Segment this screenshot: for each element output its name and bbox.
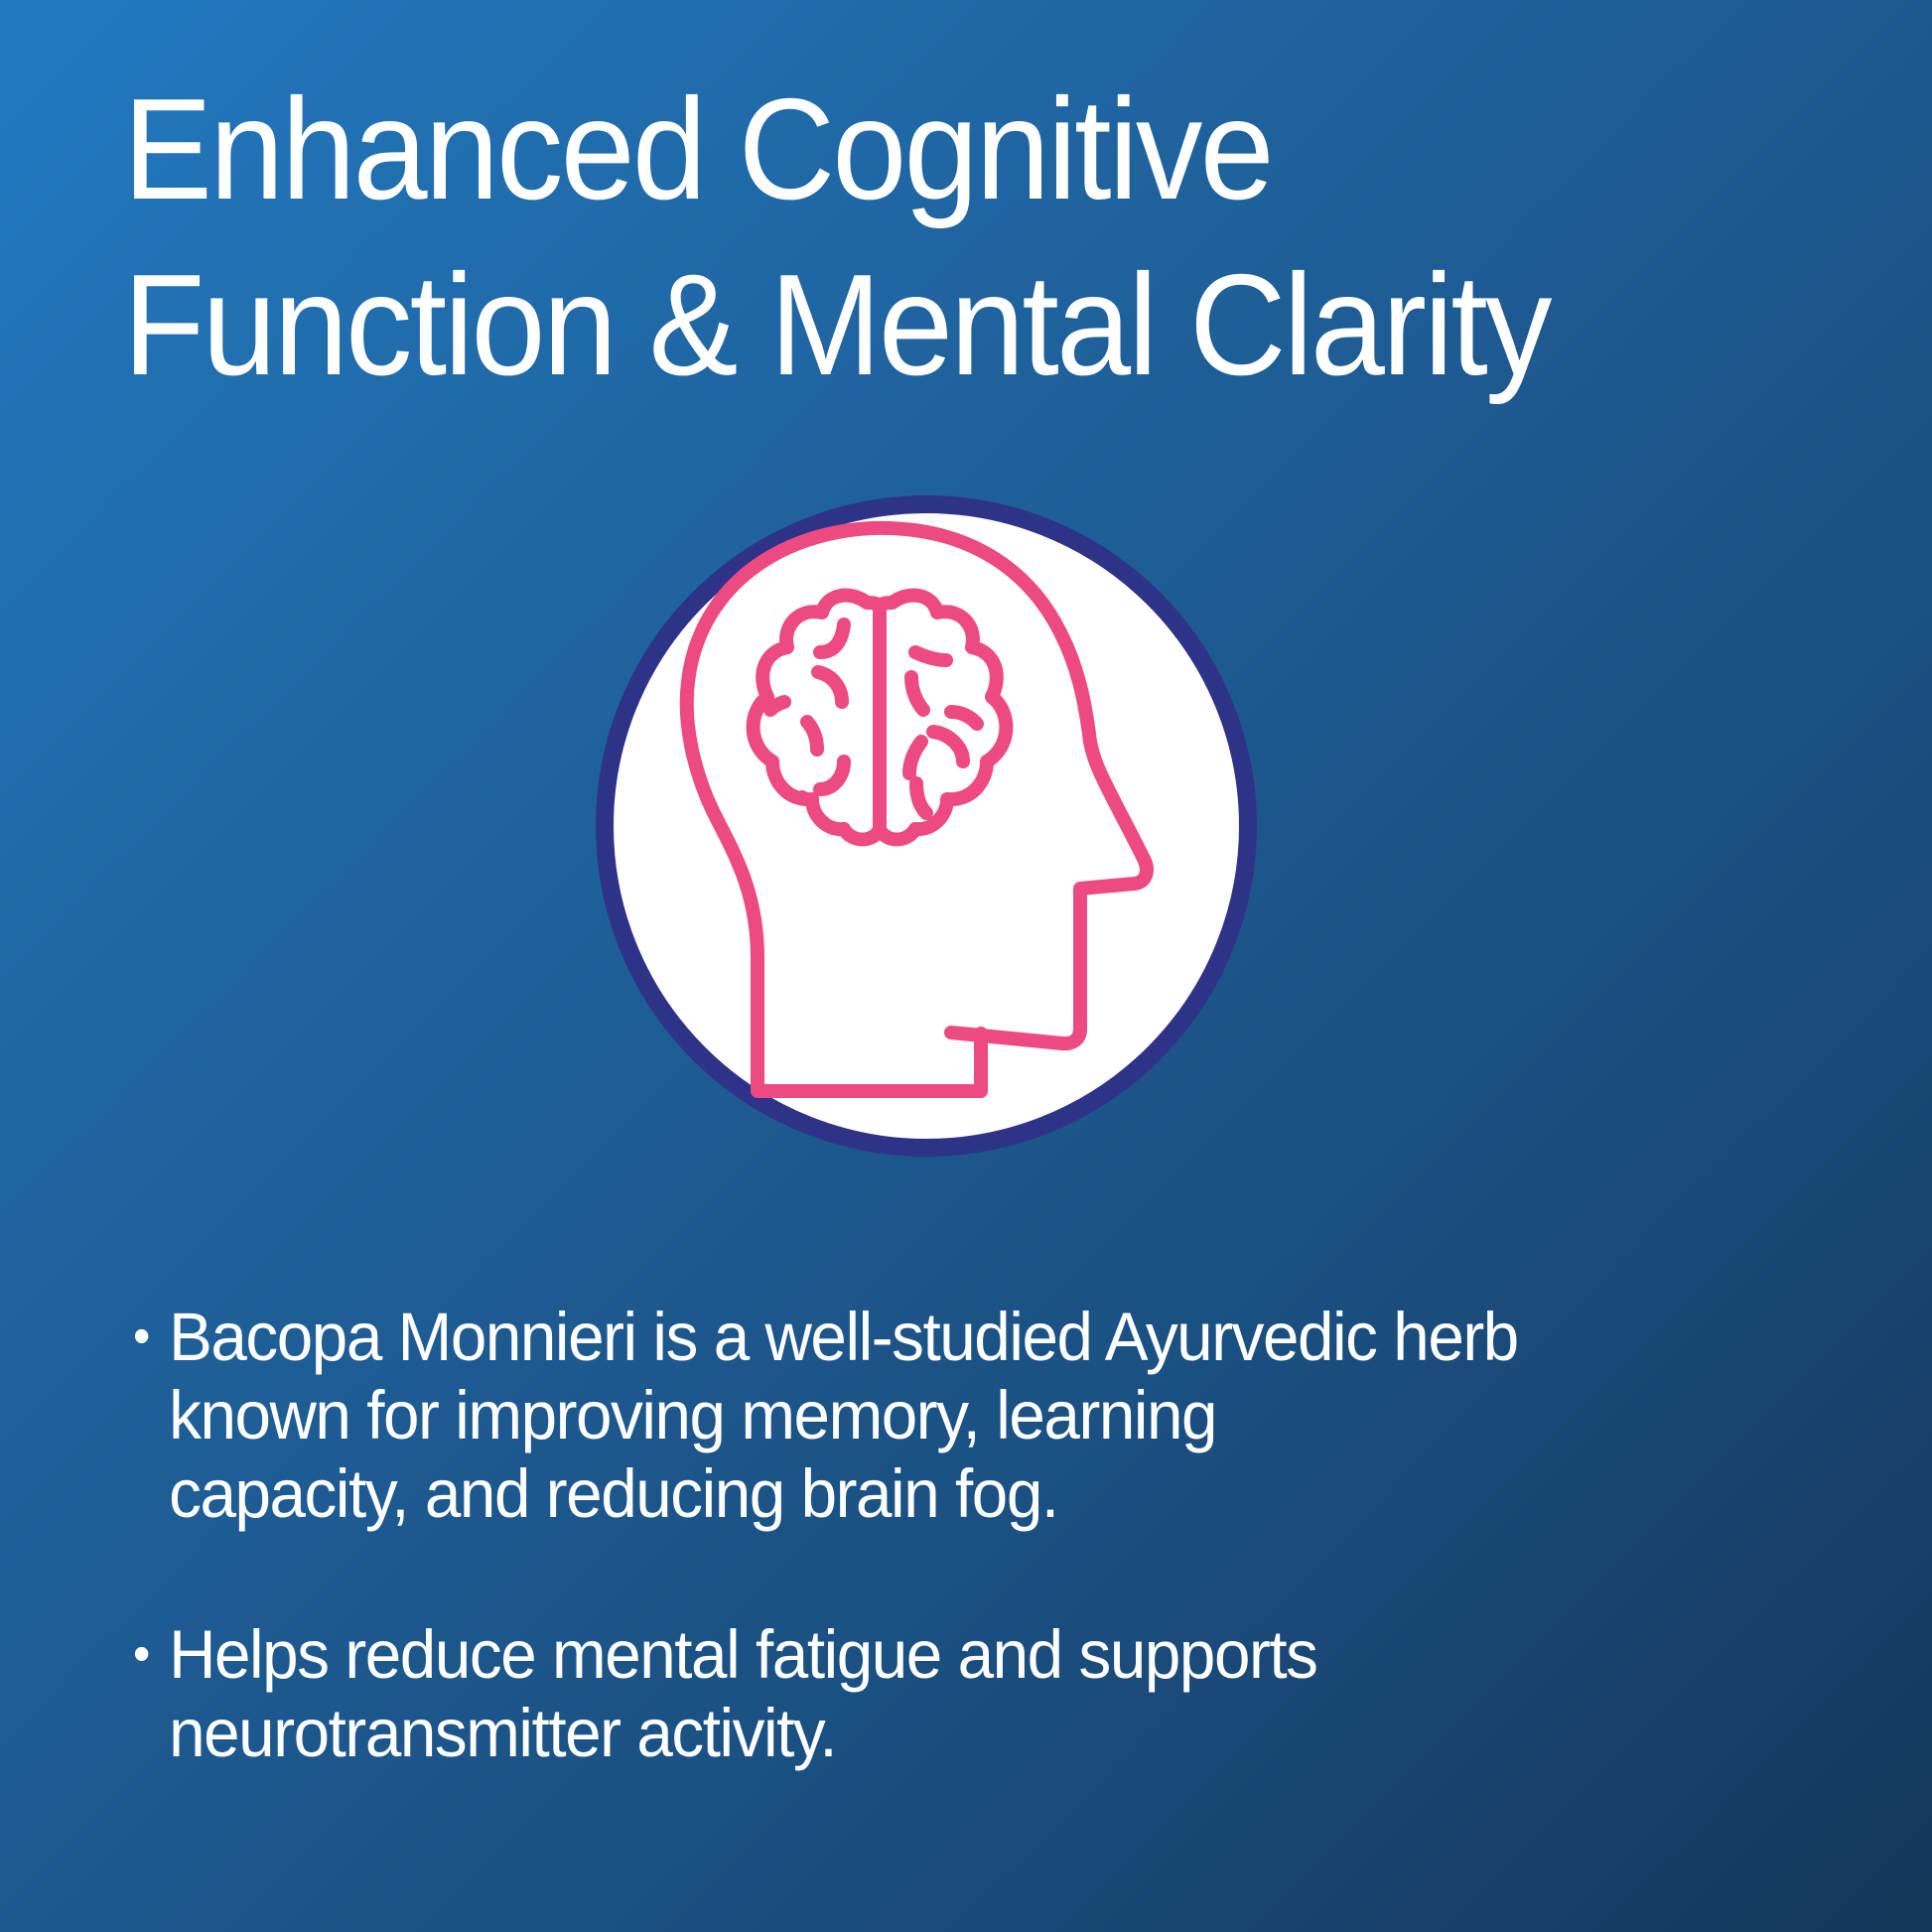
- bullet-marker: •: [133, 1625, 150, 1683]
- benefit-line: known for improving memory, learning: [169, 1377, 1217, 1453]
- benefit-line: neurotransmitter activity.: [169, 1695, 838, 1771]
- benefit-text: Helps reduce mental fatigue and supports…: [169, 1615, 1318, 1772]
- benefit-text: Bacopa Monnieri is a well-studied Ayurve…: [169, 1298, 1519, 1533]
- title-line-2: Function & Mental Clarity: [123, 244, 1552, 405]
- benefit-item-2: • Helps reduce mental fatigue and suppor…: [133, 1615, 1318, 1772]
- head-brain-icon: [679, 520, 1154, 1098]
- title-line-1: Enhanced Cognitive: [123, 69, 1275, 229]
- benefit-item-1: • Bacopa Monnieri is a well-studied Ayur…: [133, 1298, 1519, 1533]
- bullet-marker: •: [133, 1308, 150, 1365]
- benefit-line: Helps reduce mental fatigue and supports: [169, 1616, 1318, 1693]
- icon-badge: [596, 495, 1257, 1157]
- page-title: Enhanced Cognitive Function & Mental Cla…: [123, 62, 1552, 413]
- benefit-line: capacity, and reducing brain fog.: [169, 1455, 1059, 1532]
- benefit-line: Bacopa Monnieri is a well-studied Ayurve…: [169, 1299, 1519, 1375]
